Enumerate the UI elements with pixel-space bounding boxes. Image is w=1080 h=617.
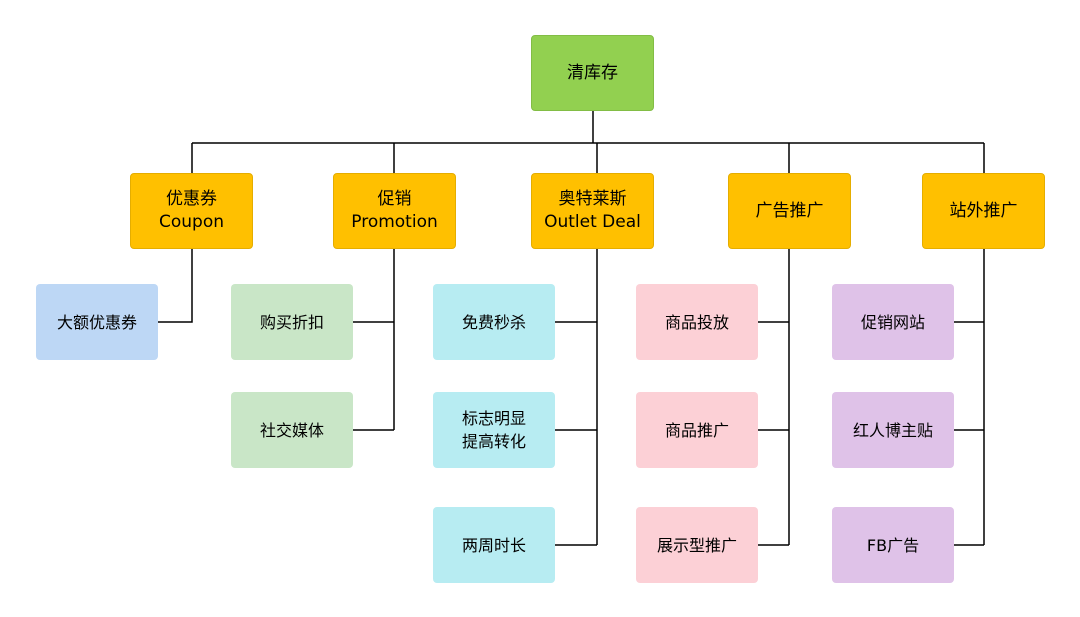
leaf-offsite-2-label: 红人博主贴 xyxy=(852,420,933,440)
leaf-outlet-2-line2: 提高转化 xyxy=(461,432,526,451)
leaf-outlet-3: 两周时长 xyxy=(433,507,555,583)
leaf-ads-3-label: 展示型推广 xyxy=(656,535,737,555)
category-offsite-title: 站外推广 xyxy=(949,200,1018,221)
leaf-ads-2-label: 商品推广 xyxy=(664,420,729,440)
category-promotion-title: 促销 xyxy=(377,189,412,209)
leaf-ads-2: 商品推广 xyxy=(636,392,758,468)
leaf-offsite-1-label: 促销网站 xyxy=(860,312,925,332)
leaf-promotion-1: 购买折扣 xyxy=(231,284,353,360)
leaf-promotion-1-label: 购买折扣 xyxy=(259,312,324,332)
category-coupon-title: 优惠券 xyxy=(166,189,217,209)
category-outlet-subtitle: Outlet Deal xyxy=(544,212,641,232)
leaf-coupon-1: 大额优惠券 xyxy=(36,284,158,360)
leaf-offsite-3-label: FB广告 xyxy=(866,535,920,555)
category-coupon-subtitle: Coupon xyxy=(158,212,224,232)
leaf-outlet-2-line1: 标志明显 xyxy=(461,409,526,428)
leaf-offsite-3: FB广告 xyxy=(832,507,954,583)
leaf-outlet-1: 免费秒杀 xyxy=(433,284,555,360)
leaf-ads-1: 商品投放 xyxy=(636,284,758,360)
leaf-ads-1-label: 商品投放 xyxy=(664,312,729,332)
leaf-coupon-1-label: 大额优惠券 xyxy=(56,312,137,332)
root-node: 清库存 xyxy=(531,35,654,111)
leaf-offsite-2: 红人博主贴 xyxy=(832,392,954,468)
leaf-promotion-2: 社交媒体 xyxy=(231,392,353,468)
leaf-outlet-3-label: 两周时长 xyxy=(461,535,526,555)
leaf-ads-3: 展示型推广 xyxy=(636,507,758,583)
category-outlet: 奥特莱斯 Outlet Deal xyxy=(531,173,654,249)
category-outlet-title: 奥特莱斯 xyxy=(558,189,627,209)
category-promotion: 促销 Promotion xyxy=(333,173,456,249)
category-ads-title: 广告推广 xyxy=(755,200,824,221)
leaf-outlet-2: 标志明显 提高转化 xyxy=(433,392,555,468)
connector-coupon-leaves xyxy=(158,249,193,323)
category-promotion-subtitle: Promotion xyxy=(351,212,438,232)
category-coupon: 优惠券 Coupon xyxy=(130,173,253,249)
leaf-offsite-1: 促销网站 xyxy=(832,284,954,360)
category-offsite: 站外推广 xyxy=(922,173,1045,249)
category-ads: 广告推广 xyxy=(728,173,851,249)
leaf-outlet-1-label: 免费秒杀 xyxy=(461,312,526,332)
leaf-promotion-2-label: 社交媒体 xyxy=(259,420,324,440)
root-label: 清库存 xyxy=(567,62,618,83)
